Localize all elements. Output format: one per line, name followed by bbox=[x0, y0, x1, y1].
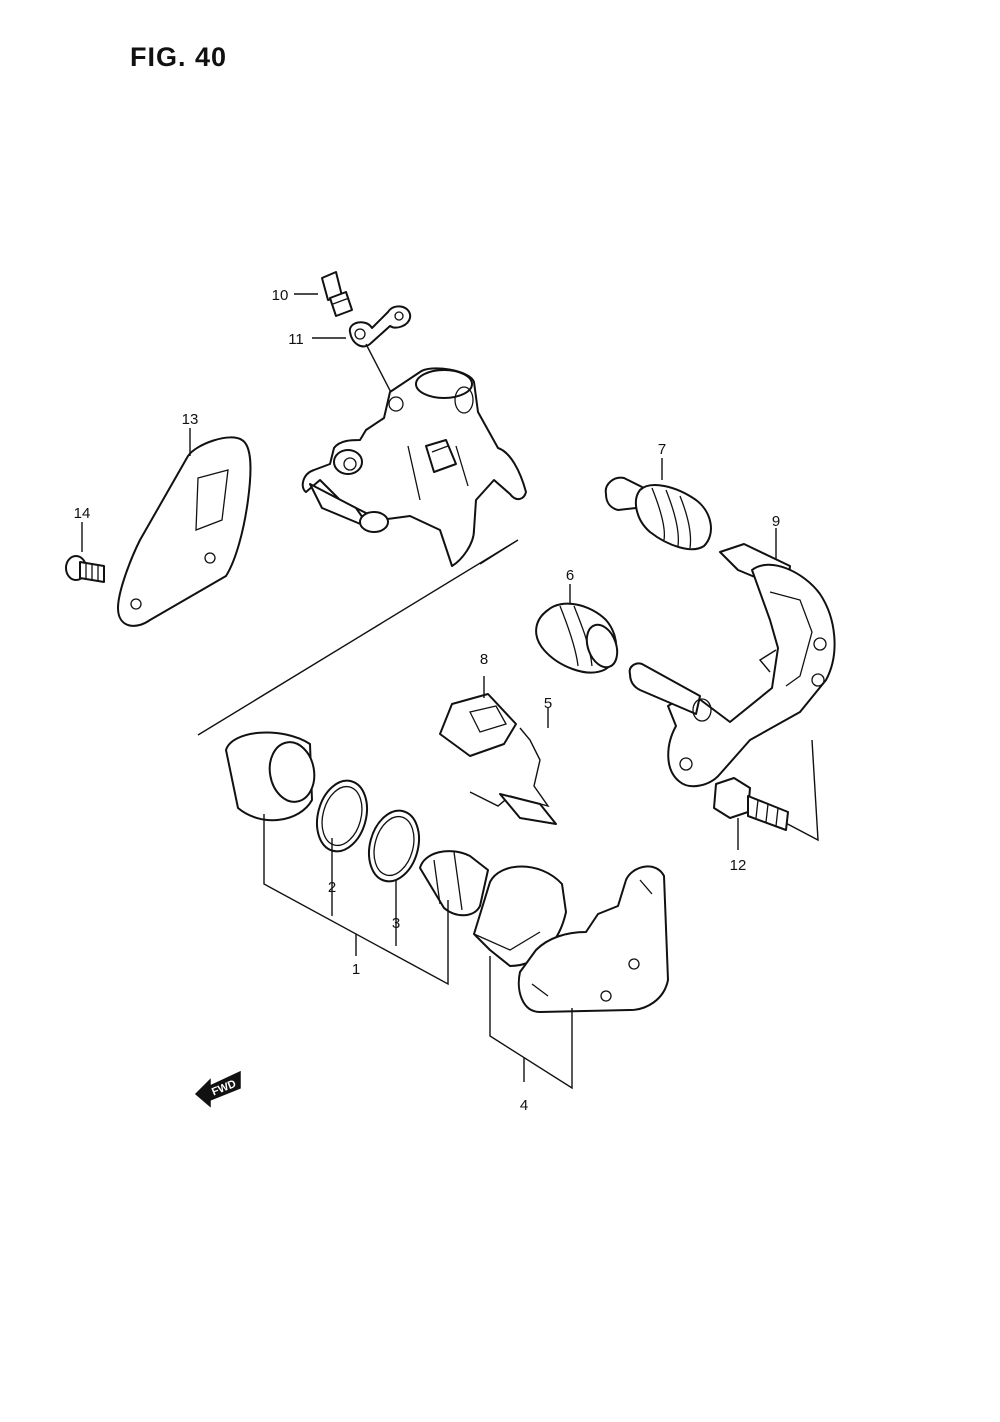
callout-9: 9 bbox=[772, 513, 780, 530]
callout-5: 5 bbox=[544, 695, 552, 712]
part-9-caliper-holder bbox=[628, 528, 836, 842]
part-8-pad-spring bbox=[439, 676, 517, 757]
callout-12: 12 bbox=[730, 857, 747, 874]
callout-labels: 10 11 13 14 7 9 6 8 5 12 2 3 1 4 bbox=[74, 287, 781, 1114]
fwd-label: FWD bbox=[210, 1078, 238, 1099]
callout-11: 11 bbox=[288, 331, 304, 348]
callout-6: 6 bbox=[566, 567, 574, 584]
part-12-bolt bbox=[713, 777, 789, 850]
part-14-bolt bbox=[65, 522, 105, 583]
part-3-seal bbox=[368, 809, 420, 883]
callout-4: 4 bbox=[520, 1097, 528, 1114]
caliper-body bbox=[197, 367, 527, 736]
callout-1: 1 bbox=[352, 961, 360, 978]
callout-13: 13 bbox=[182, 411, 199, 428]
part-7-boot bbox=[604, 458, 712, 551]
part-5-spring-clip bbox=[469, 708, 557, 825]
figure-title: FIG. 40 bbox=[130, 42, 228, 72]
callout-7: 7 bbox=[658, 441, 666, 458]
callout-8: 8 bbox=[480, 651, 488, 668]
callout-10: 10 bbox=[272, 287, 289, 304]
forward-direction-arrow: FWD bbox=[194, 1070, 241, 1108]
part-4-backing-plate bbox=[489, 865, 669, 1090]
part-10-bleeder-screw bbox=[321, 271, 353, 317]
part-2-seal bbox=[316, 779, 368, 853]
part-1-piston bbox=[225, 731, 316, 822]
callout-2: 2 bbox=[328, 879, 336, 896]
callout-leaders bbox=[294, 293, 357, 956]
part-6-boot bbox=[535, 584, 619, 674]
part-13-plate bbox=[117, 428, 252, 627]
piston-insulator bbox=[419, 850, 489, 917]
part-4-brake-pad bbox=[473, 865, 567, 967]
callout-3: 3 bbox=[392, 915, 400, 932]
callout-14: 14 bbox=[74, 505, 91, 522]
